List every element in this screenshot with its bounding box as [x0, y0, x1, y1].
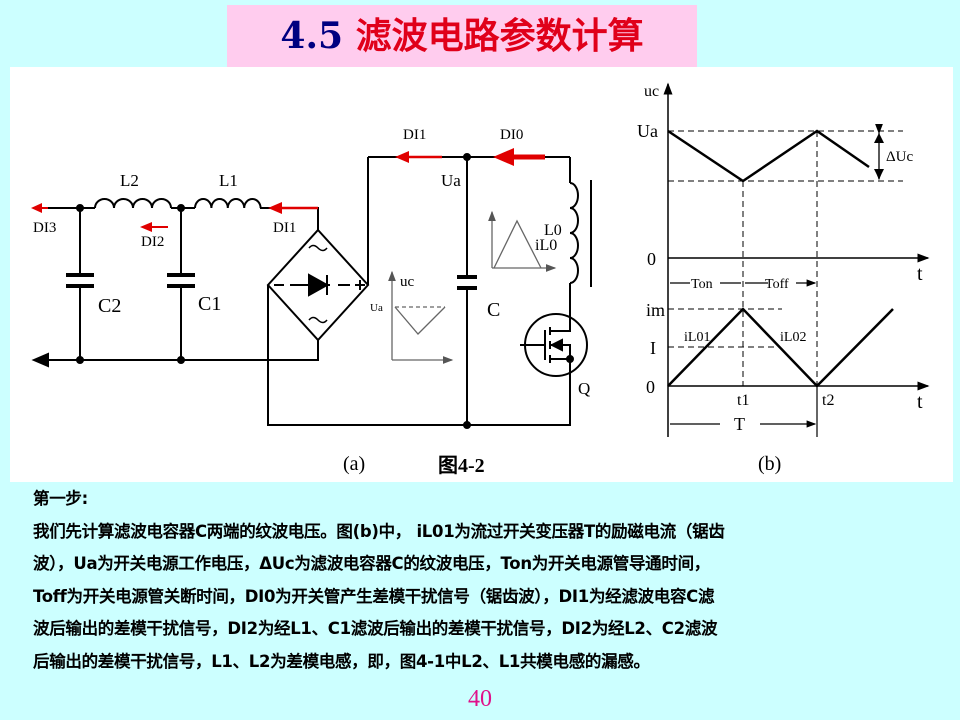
- label-ua-inset: Ua: [370, 302, 383, 314]
- label-il01: iL01: [684, 330, 710, 345]
- caption-b: (b): [758, 453, 781, 475]
- capacitor-c: [457, 275, 477, 290]
- di2-arrow-icon: [140, 222, 152, 232]
- label-q: Q: [578, 379, 590, 398]
- slide-title: 4.5 滤波电路参数计算: [227, 5, 697, 67]
- label-c2: C2: [98, 295, 121, 317]
- il0-waveform: [667, 307, 894, 388]
- label-il02: iL02: [780, 330, 806, 345]
- label-zero-top: 0: [647, 249, 656, 269]
- section-number: 4.5: [280, 15, 344, 57]
- body-line: Toff为开关电源管关断时间，DI0为开关管产生差模干扰信号（锯齿波），DI1为…: [33, 586, 715, 606]
- capacitor-c1: [167, 273, 195, 288]
- label-uc-inset: uc: [400, 274, 415, 290]
- mosfet-arrow-icon: [549, 338, 563, 352]
- inductor-l0: [569, 182, 579, 284]
- label-di2: DI2: [141, 234, 164, 250]
- label-im: im: [646, 300, 665, 320]
- inductor-l1: [194, 198, 262, 209]
- page-number: 40: [468, 686, 492, 712]
- body-text: 第一步: 我们先计算滤波电容器C两端的纹波电压。图(b)中， iL01为流过开关…: [33, 483, 943, 678]
- label-c: C: [487, 299, 500, 321]
- label-toff: Toff: [765, 277, 789, 292]
- label-ua-b: Ua: [637, 121, 658, 141]
- label-zero-bottom: 0: [646, 377, 655, 397]
- uc-waveform: [667, 129, 870, 183]
- uc-inset-plot: [388, 270, 454, 364]
- ac-symbol-icon: [308, 244, 328, 324]
- waveform-b: [663, 82, 930, 437]
- label-t-bottom: t: [917, 391, 923, 413]
- body-line: 第一步:: [33, 489, 88, 508]
- section-title: 滤波电路参数计算: [355, 15, 644, 57]
- di0-arrow-icon: [493, 148, 514, 166]
- figure-label: 图4-2: [438, 454, 485, 477]
- label-l1: L1: [219, 171, 238, 190]
- label-t1: t1: [737, 392, 749, 409]
- inductor-l2: [94, 198, 172, 209]
- di1-arrow-icon: [268, 202, 282, 214]
- label-ton: Ton: [691, 277, 713, 292]
- label-ua: Ua: [441, 171, 461, 190]
- label-c1: C1: [198, 293, 221, 315]
- capacitor-c2: [66, 273, 94, 288]
- body-line: 后输出的差模干扰信号，L1、L2为差模电感，即，图4-1中L2、L1共模电感的漏…: [33, 651, 650, 671]
- label-delta-uc: ΔUc: [886, 149, 913, 165]
- label-period: T: [734, 414, 745, 434]
- output-arrow-icon: [31, 352, 49, 368]
- label-di3: DI3: [33, 220, 56, 236]
- label-di0: DI0: [500, 127, 523, 143]
- label-i: I: [650, 338, 656, 358]
- label-l2: L2: [120, 171, 139, 190]
- label-il0: iL0: [535, 237, 557, 254]
- bottom-rail: [267, 285, 571, 426]
- label-uc: uc: [644, 83, 659, 100]
- label-l0: L0: [544, 222, 562, 239]
- label-di1-top: DI1: [403, 127, 426, 143]
- interference-arrows: [31, 148, 545, 232]
- label-t-top: t: [917, 263, 923, 285]
- body-line: 波），Ua为开关电源工作电压，ΔUc为滤波电容器C的纹波电压，Ton为开关电源管…: [33, 554, 710, 573]
- body-line: 波后输出的差模干扰信号，DI2为经L1、C1滤波后输出的差模干扰信号，DI2为经…: [33, 619, 718, 638]
- circuit-a: [31, 153, 592, 429]
- label-t2: t2: [822, 392, 834, 409]
- label-di1: DI1: [273, 220, 296, 236]
- di1-top-arrow-icon: [395, 151, 409, 163]
- diode-icon: [308, 273, 330, 297]
- caption-a: (a): [343, 453, 365, 475]
- body-line: 我们先计算滤波电容器C两端的纹波电压。图(b)中， iL01为流过开关变压器T的…: [33, 521, 725, 541]
- il0-inset-plot: [488, 210, 557, 272]
- di3-arrow-icon: [31, 203, 42, 213]
